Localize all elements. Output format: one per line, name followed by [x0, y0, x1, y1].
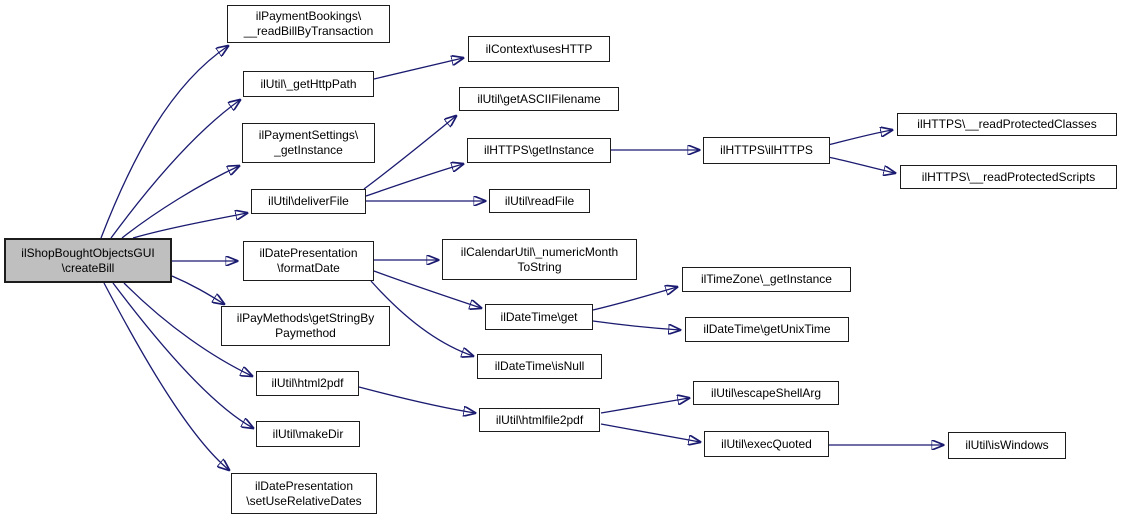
node-label: ilPaymentSettings\: [258, 128, 359, 142]
node-get-ascii-filename[interactable]: ilUtil\getASCIIFilename: [459, 87, 619, 111]
node-htmlfile2pdf[interactable]: ilUtil\htmlfile2pdf: [479, 408, 600, 432]
node-deliver-file[interactable]: ilUtil\deliverFile: [251, 189, 366, 214]
node-escape-shell-arg[interactable]: ilUtil\escapeShellArg: [693, 381, 839, 405]
node-uses-http[interactable]: ilContext\usesHTTP: [468, 36, 610, 62]
node-label: ilDateTime\getUnixTime: [703, 322, 831, 336]
edge-htmlfile2pdf-escapeShellArg: [600, 398, 689, 414]
node-label: ilUtil\makeDir: [272, 426, 344, 441]
node-label: ilUtil\execQuoted: [721, 436, 812, 451]
node-label: ilUtil\getASCIIFilename: [477, 91, 601, 106]
node-timezone-get-instance[interactable]: ilTimeZone\_getInstance: [682, 267, 851, 292]
node-label: ilUtil\isWindows: [965, 438, 1049, 452]
node-get-http-path[interactable]: ilUtil\_getHttpPath: [243, 71, 374, 97]
node-label: ToString: [517, 259, 562, 274]
node-label: \setUseRelativeDates: [246, 493, 362, 508]
node-label: \formatDate: [277, 261, 340, 275]
edge-createBill-html2pdf: [123, 282, 252, 376]
node-set-use-relative-dates[interactable]: ilDatePresentation \setUseRelativeDates: [231, 473, 377, 514]
edge-createBill-setUseRelativeDates: [103, 282, 229, 470]
node-label: ilCalendarUtil\_numericMonth: [460, 244, 619, 259]
node-date-time-get[interactable]: ilDateTime\get: [485, 304, 593, 330]
node-https-get-instance[interactable]: ilHTTPS\getInstance: [467, 138, 611, 163]
node-label: ilDateTime\isNull: [494, 359, 585, 373]
node-format-date[interactable]: ilDatePresentation \formatDate: [243, 241, 374, 281]
node-label: ilUtil\_getHttpPath: [260, 76, 357, 91]
edge-deliverFile-getASCIIFilename: [363, 116, 456, 190]
edge-htmlfile2pdf-execQuoted: [600, 423, 700, 442]
node-label: ilHTTPS\__readProtectedScripts: [921, 169, 1096, 184]
edge-dateTimeGet-getUnixTime: [592, 320, 680, 330]
node-label: ilHTTPS\getInstance: [483, 143, 595, 157]
node-label: ilDateTime\get: [500, 309, 578, 324]
node-get-unix-time[interactable]: ilDateTime\getUnixTime: [685, 317, 849, 342]
node-label: ilTimeZone\_getInstance: [701, 272, 832, 286]
node-create-bill[interactable]: ilShopBoughtObjectsGUI \createBill: [4, 238, 172, 283]
edge-formatDate-isNull: [370, 280, 473, 356]
node-is-windows[interactable]: ilUtil\isWindows: [948, 432, 1066, 459]
node-label: ilContext\usesHTTP: [485, 41, 593, 56]
edge-getHttpPath-usesHTTP: [373, 58, 463, 80]
edge-createBill-getStringByPaymethod: [171, 275, 224, 304]
edge-dateTimeGet-timeZoneGetInstance: [592, 287, 677, 311]
node-label: ilDatePresentation: [254, 478, 354, 493]
edge-formatDate-dateTimeGet: [373, 270, 481, 308]
node-label: ilUtil\html2pdf: [271, 376, 344, 390]
node-exec-quoted[interactable]: ilUtil\execQuoted: [704, 431, 829, 457]
node-get-string-by-paymethod[interactable]: ilPayMethods\getStringBy Paymethod: [221, 306, 390, 346]
node-read-protected-scripts[interactable]: ilHTTPS\__readProtectedScripts: [900, 165, 1117, 189]
node-is-null[interactable]: ilDateTime\isNull: [477, 354, 602, 379]
edge-ilHTTPS-readProtectedClasses: [827, 130, 892, 146]
node-label: _getInstance: [274, 143, 343, 157]
edge-createBill-getHttpPath: [110, 100, 240, 239]
node-label: ilPayMethods\getStringBy: [236, 311, 375, 325]
node-label: \createBill: [61, 260, 115, 275]
node-read-protected-classes[interactable]: ilHTTPS\__readProtectedClasses: [897, 113, 1117, 136]
node-label: ilHTTPS\__readProtectedClasses: [917, 117, 1097, 131]
node-label: __readBillByTransaction: [243, 24, 374, 38]
node-label: ilHTTPS\ilHTTPS: [720, 143, 813, 157]
node-label: ilPaymentBookings\: [255, 9, 362, 23]
node-label: ilDatePresentation: [259, 246, 358, 260]
node-read-bill-by-transaction[interactable]: ilPaymentBookings\ __readBillByTransacti…: [227, 5, 390, 43]
node-make-dir[interactable]: ilUtil\makeDir: [256, 421, 360, 447]
node-payment-settings-get-instance[interactable]: ilPaymentSettings\ _getInstance: [242, 123, 375, 163]
edge-createBill-readBillByTransaction: [100, 46, 228, 239]
node-label: ilUtil\readFile: [504, 193, 575, 208]
node-html2pdf[interactable]: ilUtil\html2pdf: [256, 371, 359, 396]
node-read-file[interactable]: ilUtil\readFile: [489, 189, 590, 213]
edge-ilHTTPS-readProtectedScripts: [827, 156, 895, 173]
edge-createBill-deliverFile: [132, 213, 247, 239]
edge-deliverFile-httpsGetInstance: [365, 164, 463, 197]
node-label: Paymethod: [275, 326, 336, 340]
edge-html2pdf-htmlfile2pdf: [358, 386, 475, 413]
node-label: ilShopBoughtObjectsGUI: [21, 245, 155, 260]
node-numeric-month-to-string[interactable]: ilCalendarUtil\_numericMonth ToString: [442, 239, 637, 280]
node-label: ilUtil\htmlfile2pdf: [495, 412, 584, 427]
edge-createBill-makeDir: [112, 282, 253, 428]
node-ilhttps-constructor[interactable]: ilHTTPS\ilHTTPS: [703, 137, 830, 164]
edge-createBill-paymentSettingsGetInstance: [121, 166, 239, 239]
node-label: ilUtil\escapeShellArg: [710, 385, 822, 400]
node-label: ilUtil\deliverFile: [268, 194, 349, 208]
